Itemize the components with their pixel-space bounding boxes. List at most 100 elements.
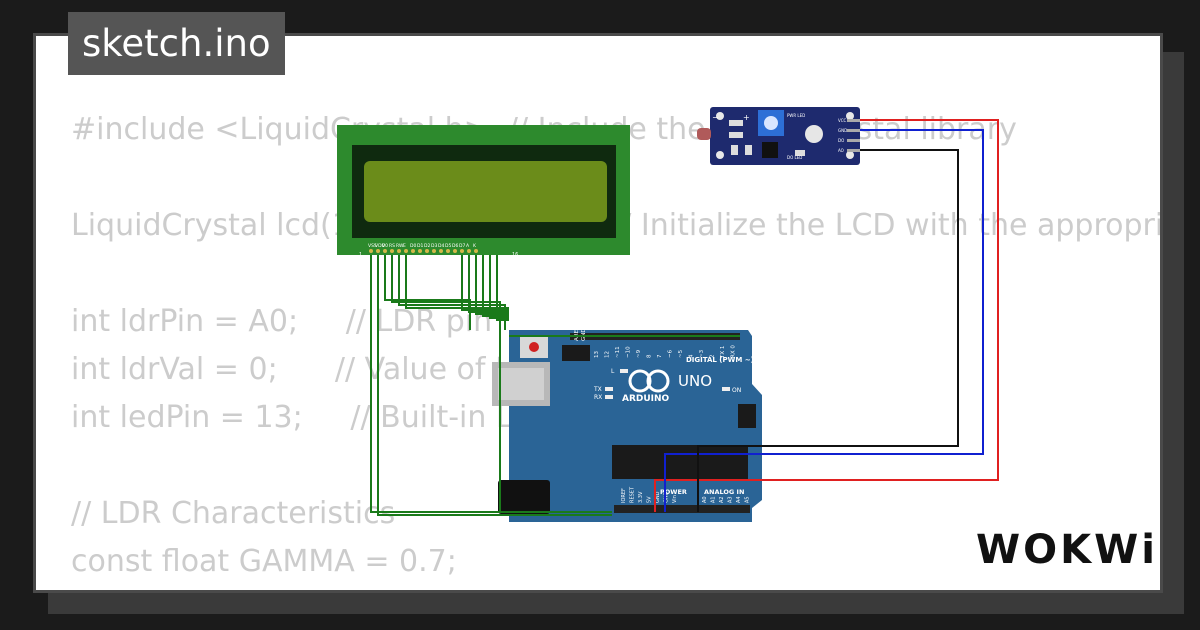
- minus-sign: −: [712, 113, 719, 122]
- lcd-pin-label: D0: [410, 243, 416, 249]
- lcd-pin-label: VDD: [375, 243, 386, 249]
- power-pin-label: GND: [664, 491, 670, 503]
- ldr-do-label: DO LED: [787, 155, 802, 160]
- lcd-pin[interactable]: [376, 249, 380, 253]
- wire-lcd-vdd: [377, 255, 612, 516]
- power-analog-header: [614, 505, 750, 513]
- wire-lcd-rs: [391, 255, 560, 513]
- wire-lcd-a: [489, 255, 509, 319]
- lcd-pin[interactable]: [390, 249, 394, 253]
- ldr-pin-do: DO: [838, 138, 844, 143]
- analog-pin-label: A5: [745, 496, 751, 503]
- digital-pin-label: ~6: [668, 349, 674, 358]
- lcd-pin-label: V0: [382, 243, 388, 249]
- lcd-pin[interactable]: [439, 249, 443, 253]
- lcd-pin-label: VSS: [368, 243, 377, 249]
- ldr-module[interactable]: PWR LED DO LED − + VCC GND DO AO: [697, 107, 860, 165]
- digital-header-label: DIGITAL (PWM ~): [686, 356, 754, 364]
- wire-lcd-d4: [461, 255, 509, 311]
- lcd-pin[interactable]: [474, 249, 478, 253]
- power-pin-label: RESET: [630, 486, 636, 503]
- arduino-logo-text: ARDUINO: [622, 394, 670, 404]
- lcd-pin[interactable]: [418, 249, 422, 253]
- lcd-pin[interactable]: [446, 249, 450, 253]
- analog-pin-label: A3: [728, 496, 734, 503]
- rx-label: RX: [594, 394, 602, 401]
- ldr-pwr-label: PWR LED: [787, 113, 805, 118]
- atmega-chip: [612, 445, 748, 479]
- potentiometer-knob: [764, 116, 778, 130]
- aref-label: AREF: [574, 327, 580, 341]
- power-pin-label: 3.3V: [638, 491, 644, 503]
- power-pin-label: 5V: [647, 496, 653, 503]
- gnd-label: GND: [581, 328, 587, 341]
- lcd-pin-label: D2: [424, 243, 430, 249]
- lcd-pin[interactable]: [432, 249, 436, 253]
- digital-pin-label: 4: [689, 354, 695, 358]
- icsp-header-2: [738, 404, 756, 428]
- lcd-pin-label: D5: [445, 243, 451, 249]
- analog-pin-label: A2: [719, 496, 725, 503]
- on-label: ON: [732, 387, 741, 394]
- lcd-pin[interactable]: [397, 249, 401, 253]
- power-pin-label: GND: [655, 491, 661, 503]
- arduino-infinity-icon: [628, 369, 652, 393]
- lcd-pin[interactable]: [467, 249, 471, 253]
- wire-gnd: [664, 129, 984, 512]
- digital-pin-label: ~10: [626, 346, 632, 358]
- l-led-label: L: [611, 368, 615, 375]
- lcd-screen: [364, 161, 607, 222]
- power-pin-label: IOREF: [621, 488, 627, 503]
- wire-lcd-v0: [384, 255, 471, 330]
- plus-sign: +: [743, 113, 750, 122]
- code-line: // LDR Characteristics: [71, 496, 396, 531]
- digital-pin-label: ~11: [615, 346, 621, 358]
- file-tab-sketch[interactable]: sketch.ino: [68, 12, 285, 75]
- analog-pin-label: A4: [736, 496, 742, 503]
- ldr-pin-vcc: VCC: [838, 118, 847, 123]
- power-pin-label: Vin: [672, 495, 678, 503]
- power-led-icon: [805, 125, 823, 143]
- lcd-pin-label: K: [473, 243, 477, 249]
- ldr-pin-ao: AO: [838, 148, 844, 153]
- lcd-pin[interactable]: [369, 249, 373, 253]
- lcd-pin[interactable]: [453, 249, 457, 253]
- analog-pin-label: A0: [702, 496, 708, 503]
- ldr-pin-gnd: GND: [838, 128, 847, 133]
- digital-pin-label: ~5: [678, 349, 684, 358]
- lcd-pin[interactable]: [404, 249, 408, 253]
- lcd-pin-label: A: [466, 243, 470, 249]
- lcd-pin[interactable]: [425, 249, 429, 253]
- digital-pin-label: ~9: [636, 349, 642, 358]
- tx-label: TX: [593, 386, 602, 393]
- lcd-pin-label: E: [403, 243, 406, 249]
- lcd-pin-label: D4: [438, 243, 444, 249]
- on-led-icon: [722, 387, 730, 391]
- wire-lcd-d5: [468, 255, 509, 313]
- lcd-pin-label: D7: [459, 243, 465, 249]
- wire-lcd-e: [405, 255, 509, 309]
- wire-lcd-d7: [482, 255, 509, 317]
- wires: [370, 119, 999, 516]
- power-label: POWER: [660, 488, 687, 496]
- digital-pin-label: 7: [657, 354, 663, 358]
- digital-pin-label: RX 0: [731, 345, 737, 358]
- digital-pin-label: ~3: [699, 349, 705, 358]
- lcd-pin-label: RS: [389, 243, 395, 249]
- lcd-pin-label: D3: [431, 243, 437, 249]
- lcd-pin[interactable]: [383, 249, 387, 253]
- digital-pin-label: 2: [710, 355, 716, 359]
- wire-ao: [697, 149, 959, 512]
- icsp-header: [562, 345, 590, 361]
- power-jack: [498, 480, 550, 514]
- digital-pin-label: 12: [605, 351, 611, 358]
- lcd-pin[interactable]: [460, 249, 464, 253]
- wire-vcc: [654, 119, 999, 512]
- lcd-pin[interactable]: [411, 249, 415, 253]
- code-line: int ldrPin = A0; // LDR pin: [71, 304, 493, 339]
